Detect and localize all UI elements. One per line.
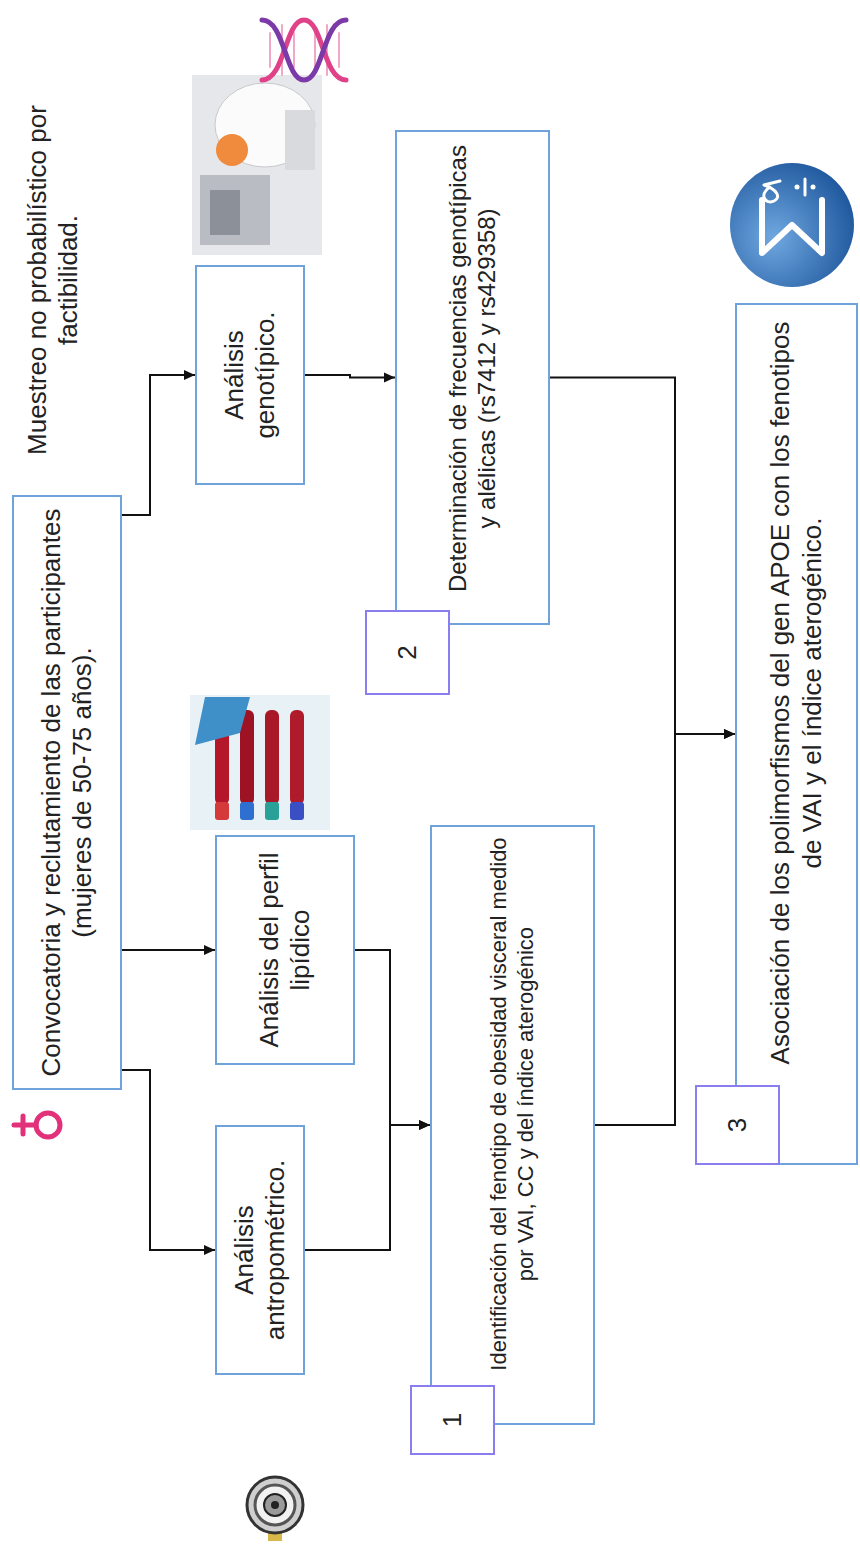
start-box: Convocatoria y reclutamiento de las part…: [12, 495, 122, 1090]
box-text: Identificación del fenotipo de obesidad …: [486, 837, 539, 1371]
callout-text: 1: [437, 1413, 468, 1427]
box-text: Análisis del perfil lipídico: [254, 847, 316, 1053]
box-text: Asociación de los polimorfismos del gen …: [765, 315, 827, 1071]
tape-measure-icon: [247, 1477, 303, 1541]
callout-number: 3: [695, 1085, 780, 1165]
callout-text: 2: [392, 645, 423, 659]
step-box: Identificación del fenotipo de obesidad …: [430, 825, 595, 1425]
box-text: Determinación de frecuencias genotípicas…: [444, 142, 502, 595]
box-text: Convocatoria y reclutamiento de las part…: [36, 507, 98, 1078]
flow-arrow: [122, 1070, 215, 1250]
process-box: Análisis del perfil lipídico: [215, 835, 355, 1065]
process-box: Análisis antropométrico.: [215, 1125, 305, 1375]
flow-arrow: [122, 375, 195, 515]
blood-tubes-photo: [190, 695, 330, 830]
callout-number: 1: [410, 1385, 495, 1455]
callout-text: 3: [722, 1118, 753, 1132]
laboratory-photo: [192, 75, 322, 255]
step-box: Determinación de frecuencias genotípicas…: [395, 130, 550, 625]
box-text: Análisis antropométrico.: [229, 1137, 291, 1363]
sampling-note: Muestreo no probabilístico por factibili…: [22, 75, 84, 485]
flow-arrow: [305, 1125, 430, 1250]
box-text: Análisis genotípico.: [219, 277, 281, 473]
process-box: Análisis genotípico.: [195, 265, 305, 485]
callout-number: 2: [365, 610, 450, 695]
flow-arrow: [355, 950, 430, 1125]
dna-helix-icon: [262, 20, 346, 80]
flow-arrow: [550, 378, 735, 735]
statistics-icon: [730, 163, 854, 287]
flow-arrow: [122, 949, 215, 951]
step-box: Asociación de los polimorfismos del gen …: [735, 303, 858, 1165]
flow-arrow: [595, 734, 735, 1125]
flow-arrow: [305, 375, 395, 378]
female-symbol: [14, 1113, 60, 1137]
